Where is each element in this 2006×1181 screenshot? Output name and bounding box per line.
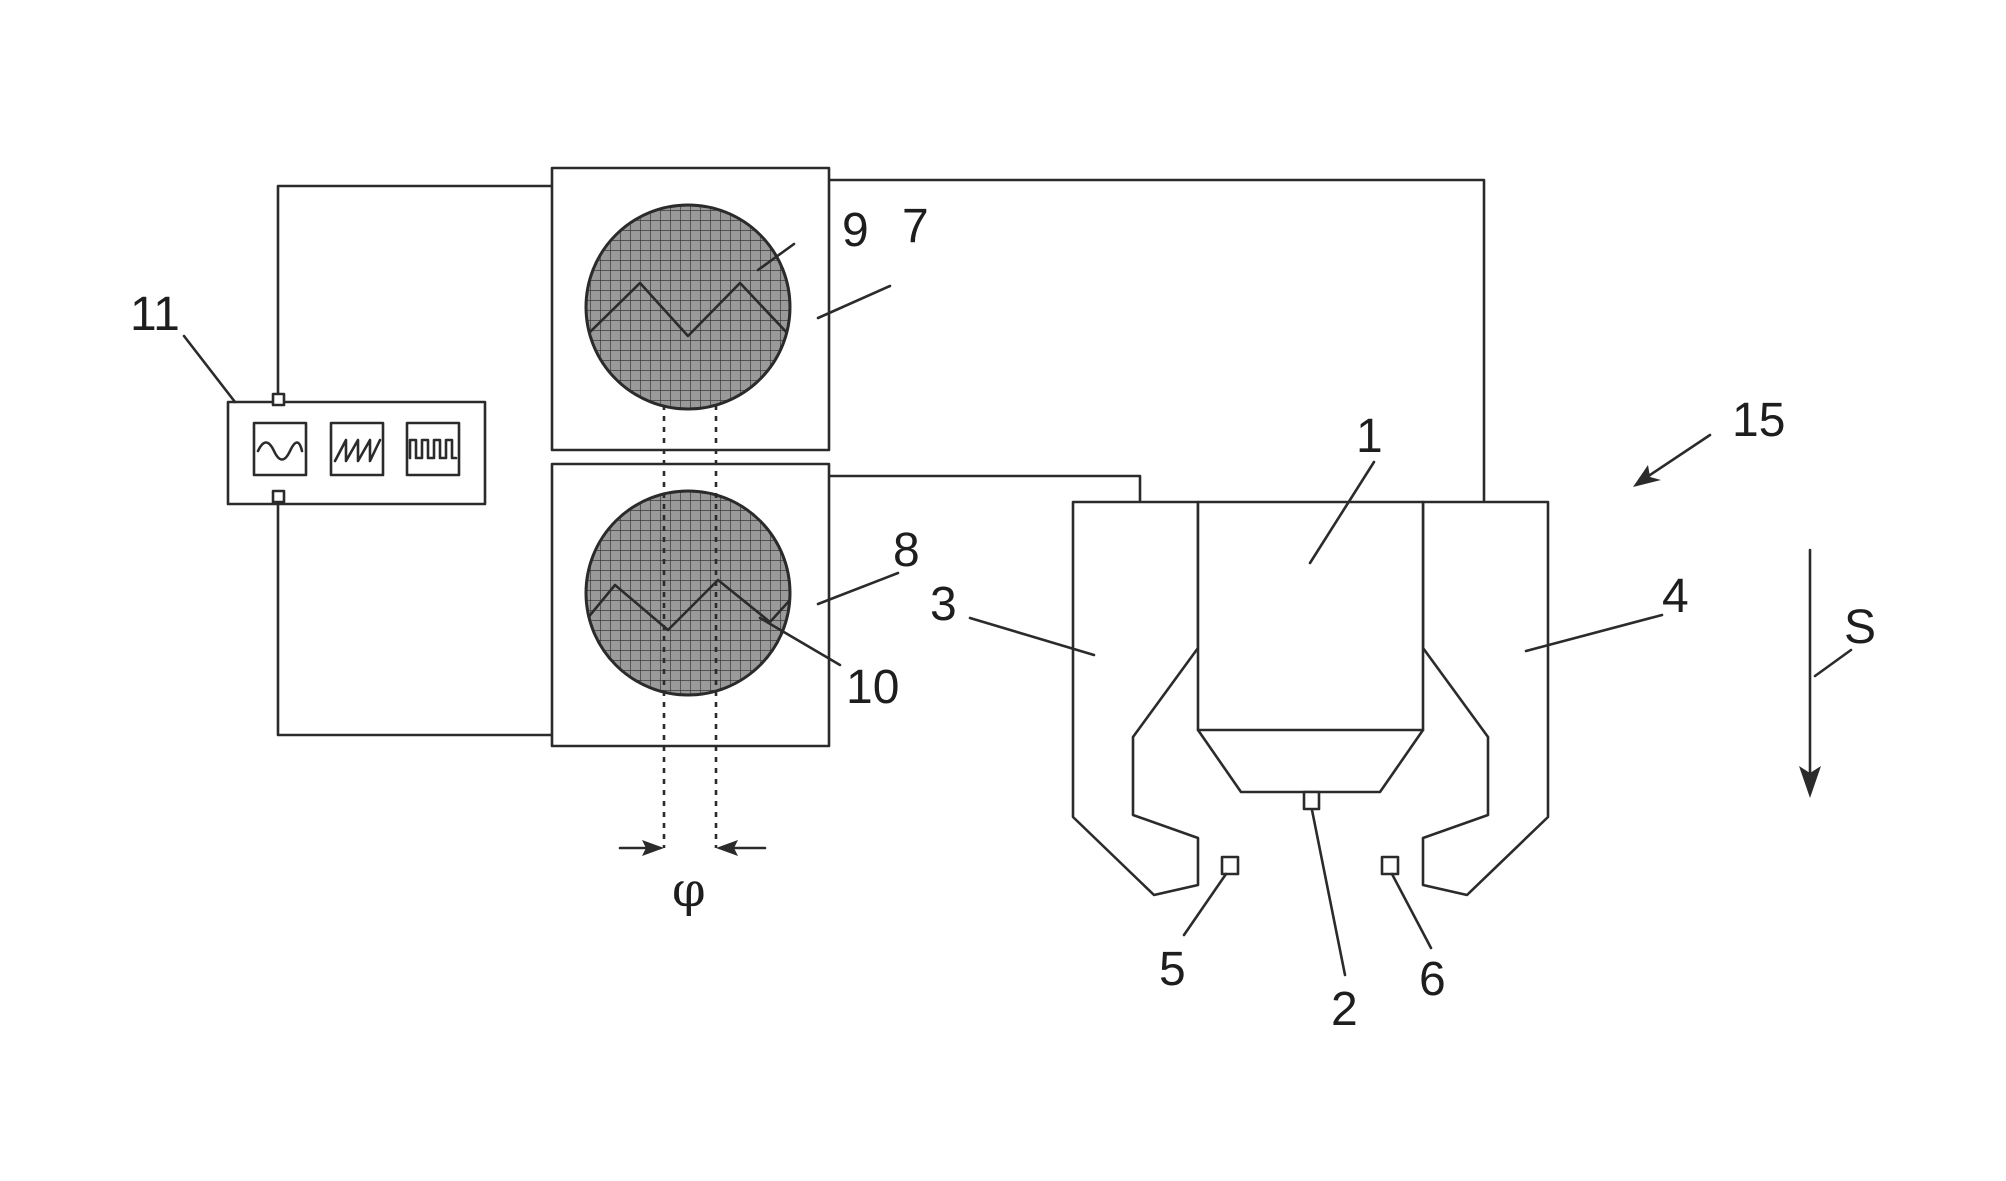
label-11: 11 — [130, 288, 180, 341]
sensor-6 — [1382, 857, 1398, 874]
signal-generator — [228, 394, 485, 504]
label-10: 10 — [846, 661, 899, 714]
label-4: 4 — [1662, 570, 1689, 623]
label-8: 8 — [893, 524, 920, 577]
label-6: 6 — [1419, 953, 1446, 1006]
sine-wave-icon — [254, 423, 306, 475]
label-1: 1 — [1356, 410, 1383, 463]
label-7: 7 — [902, 200, 929, 253]
leader-lines — [184, 244, 1851, 975]
sawtooth-wave-icon — [331, 423, 383, 475]
oscilloscope-upper — [552, 168, 829, 450]
label-5: 5 — [1159, 943, 1186, 996]
sensors — [1222, 792, 1398, 874]
label-2: 2 — [1331, 983, 1358, 1036]
square-wave-icon — [407, 423, 459, 475]
label-9: 9 — [842, 204, 869, 257]
label-15: 15 — [1732, 394, 1785, 447]
sensor-5 — [1222, 857, 1238, 874]
right-housing — [1423, 502, 1548, 895]
oscilloscope-lower — [552, 464, 829, 746]
left-housing — [1073, 502, 1198, 895]
label-phi: φ — [672, 862, 706, 918]
central-body — [1198, 502, 1423, 792]
label-s: S — [1844, 601, 1876, 654]
label-3: 3 — [930, 578, 957, 631]
sensor-2 — [1304, 792, 1319, 809]
